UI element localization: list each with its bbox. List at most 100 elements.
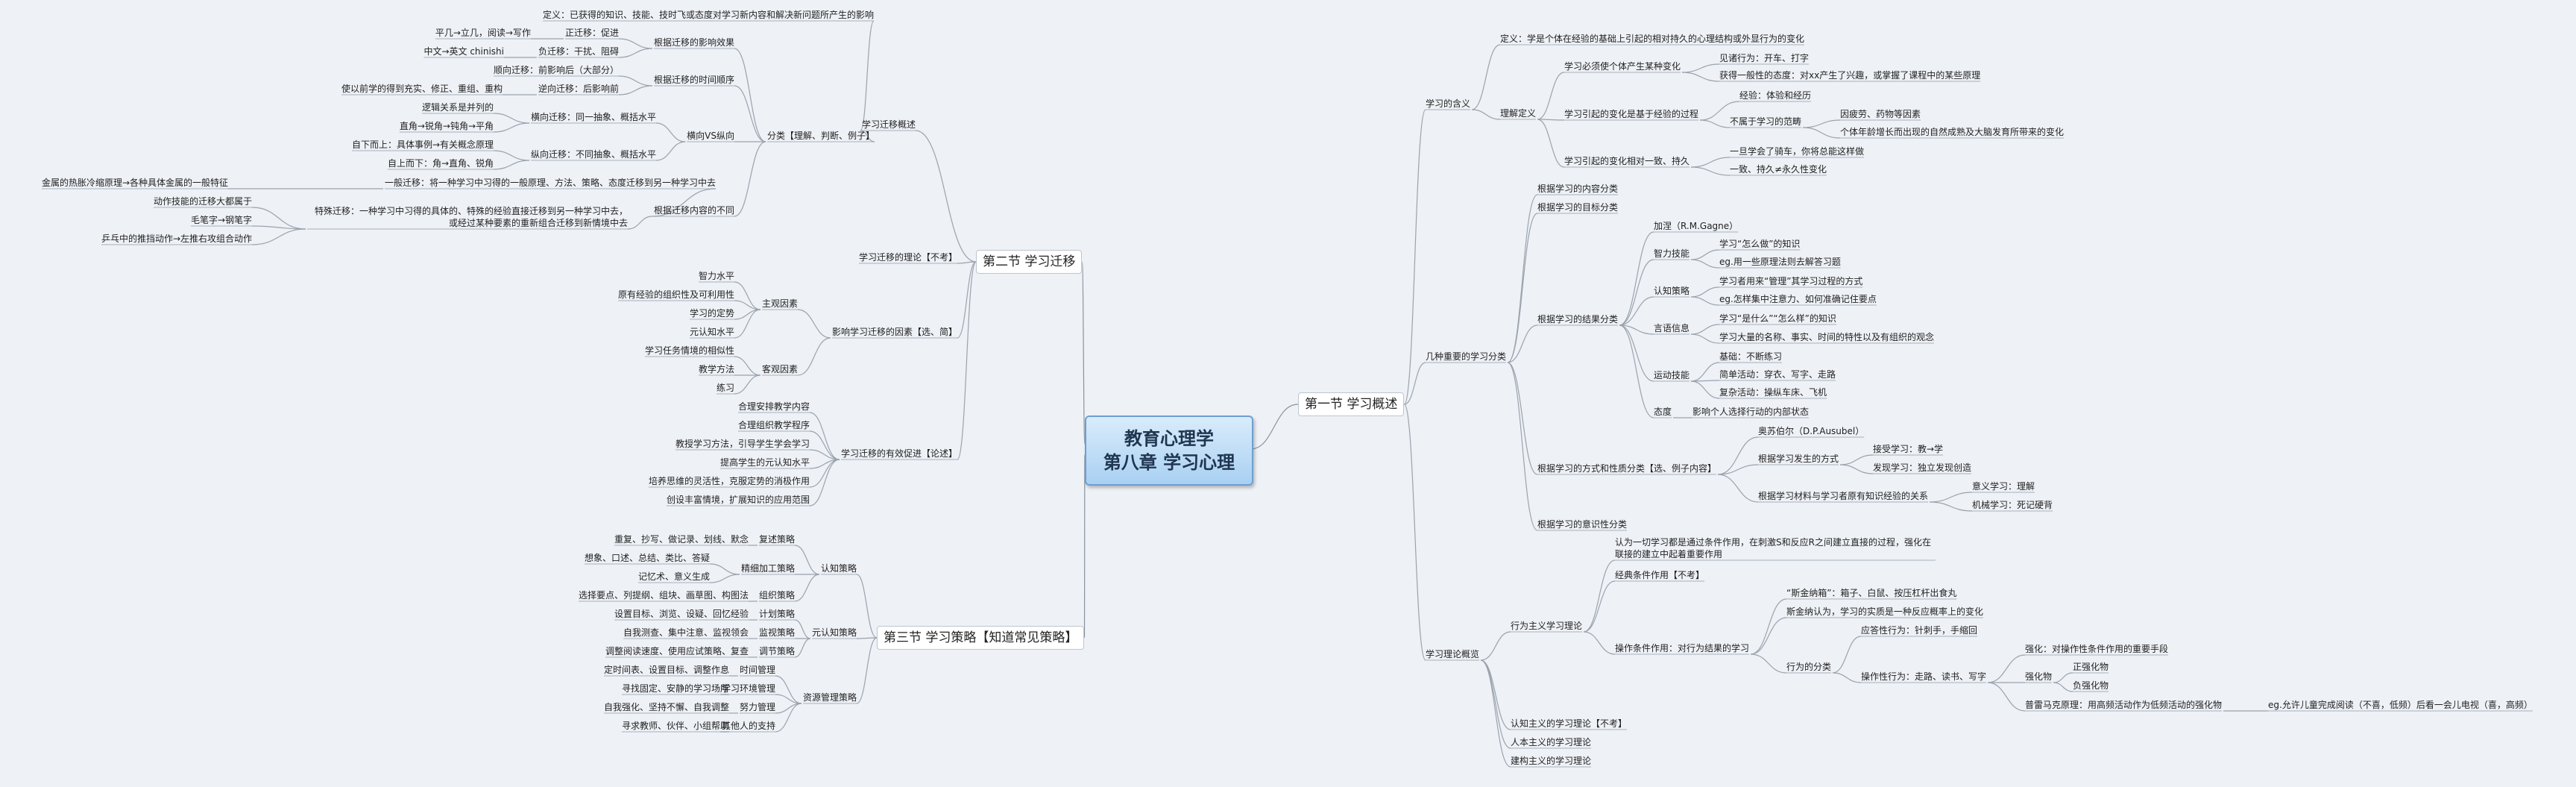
node-l2-v2[interactable]: 自上而下：角→直角、锐角 (387, 158, 494, 169)
node-def[interactable]: 定义：学是个体在经验的基础上引起的相对持久的心理结构或外显行为的变化 (1500, 34, 1805, 44)
node-l2-p3[interactable]: 教授学习方法，引导学生学会学习 (675, 439, 810, 449)
section-1-topic[interactable]: 第一节 学习概述 (1298, 392, 1405, 416)
node-l3-env1[interactable]: 寻找固定、安静的学习场所 (621, 683, 729, 694)
node-u2b1[interactable]: 因疲劳、药物等因素 (1840, 109, 1921, 119)
node-verbal1[interactable]: 学习“是什么”“怎么样”的知识 (1719, 313, 1836, 324)
node-op[interactable]: 操作条件作用：对行为结果的学习 (1615, 643, 1750, 653)
node-l2-h1[interactable]: 逻辑关系是并列的 (421, 102, 494, 113)
node-l2-gen1[interactable]: 金属的热胀冷缩原理→各种具体金属的一般特征 (41, 178, 228, 188)
node-l2-v[interactable]: 纵向迁移：不同抽象、概括水平 (530, 149, 656, 160)
node-u2a[interactable]: 经验：体验和经历 (1739, 90, 1812, 101)
node-motor1[interactable]: 基础：不断练习 (1719, 351, 1783, 362)
node-l3-elab2[interactable]: 记忆术、意义生成 (637, 571, 710, 582)
node-c1[interactable]: 根据学习的内容分类 (1537, 184, 1619, 194)
node-l2-p1[interactable]: 合理安排教学内容 (737, 401, 810, 412)
node-l2-theory[interactable]: 学习迁移的理论【不考】 (858, 252, 957, 263)
node-way[interactable]: 根据学习发生的方式 (1758, 454, 1839, 464)
node-l3-sup[interactable]: 其他人的支持 (721, 721, 775, 731)
node-operant[interactable]: 操作性行为：走路、读书、写字 (1861, 671, 1987, 682)
node-cog[interactable]: 认知策略 (1654, 286, 1690, 296)
node-op2[interactable]: 斯金纳认为，学习的实质是一种反应概率上的变化 (1786, 606, 1984, 617)
node-rel[interactable]: 根据学习材料与学习者原有知识经验的关系 (1758, 491, 1929, 501)
node-l2-h2[interactable]: 直角→锐角→钝角→平角 (399, 121, 494, 131)
node-l2-subj1[interactable]: 智力水平 (698, 271, 734, 281)
node-l2-back1[interactable]: 使以前学的得到充实、修正、重组、重构 (341, 84, 503, 94)
node-l2-gen[interactable]: 一般迁移：将一种学习中习得的一般原理、方法、策略、态度迁移到另一种学习中去 (384, 178, 716, 188)
node-verbal[interactable]: 言语信息 (1654, 323, 1690, 333)
node-l2-p5[interactable]: 培养思维的灵活性，克服定势的消极作用 (648, 476, 810, 486)
node-motor2[interactable]: 简单活动：穿衣、写字、走路 (1719, 369, 1836, 380)
node-reinf[interactable]: 强化物 (2025, 671, 2053, 682)
node-u3b[interactable]: 一致、持久≠永久性变化 (1730, 164, 1827, 175)
node-c5[interactable]: 根据学习的意识性分类 (1537, 519, 1628, 530)
node-gagne[interactable]: 加涅（R.M.Gagne） (1654, 221, 1739, 231)
node-l2-cls[interactable]: 分类【理解、判断、例子】 (766, 131, 875, 141)
node-classic[interactable]: 经典条件作用【不考】 (1615, 570, 1705, 580)
node-l3-reg1[interactable]: 调整阅读速度、使用应试策略、复查 (605, 646, 749, 656)
node-l2-def[interactable]: 定义：已获得的知识、技能、技时飞或态度对学习新内容和解决新问题所产生的影响 (542, 10, 874, 20)
node-beh[interactable]: 行为主义学习理论 (1511, 621, 1583, 631)
node-l2-obj2[interactable]: 教学方法 (698, 364, 734, 374)
node-u2b[interactable]: 不属于学习的范畴 (1730, 116, 1802, 127)
node-l3-mon[interactable]: 监视策略 (758, 627, 795, 638)
node-l2-hv[interactable]: 横向VS纵向 (687, 131, 734, 141)
node-l3-plan1[interactable]: 设置目标、浏览、设疑、回忆经验 (614, 609, 749, 619)
node-l2-v1[interactable]: 自下而上：具体事例→有关概念原理 (351, 139, 494, 150)
node-l3-env[interactable]: 学习环境管理 (721, 683, 775, 694)
node-l3-eff[interactable]: 努力管理 (739, 702, 775, 712)
node-l3-elab[interactable]: 精细加工策略 (740, 563, 795, 574)
node-l2-subj[interactable]: 主观因素 (761, 298, 798, 309)
node-cogt[interactable]: 认知主义的学习理论【不考】 (1511, 718, 1628, 729)
node-attitude1[interactable]: 影响个人选择行动的内部状态 (1692, 407, 1810, 417)
node-l2-content[interactable]: 根据迁移内容的不同 (653, 205, 734, 216)
node-op1[interactable]: “斯金纳箱”：箱子、白鼠、按压杠杆出食丸 (1786, 588, 1957, 598)
node-l2-spec1[interactable]: 动作技能的迁移大都属于 (153, 196, 252, 207)
node-l2-subj2[interactable]: 原有经验的组织性及可利用性 (617, 289, 734, 300)
node-opcls[interactable]: 行为的分类 (1786, 662, 1832, 672)
node-c4[interactable]: 根据学习的方式和性质分类【选、例子内容】 (1537, 463, 1717, 474)
node-theory[interactable]: 学习理论概览 (1426, 649, 1480, 659)
node-l3-tm[interactable]: 时间管理 (739, 665, 775, 675)
node-c2[interactable]: 根据学习的目标分类 (1537, 202, 1619, 213)
node-l3-elab1[interactable]: 想象、口述、总结、类比、答疑 (584, 553, 710, 563)
node-l2-promote[interactable]: 学习迁移的有效促进【论述】 (840, 448, 957, 459)
node-reinf0[interactable]: 强化：对操作性条件作用的重要手段 (2025, 644, 2169, 654)
node-l3-rep1[interactable]: 重复、抄写、做记录、划线、默念 (614, 534, 749, 545)
node-l3-cogs[interactable]: 认知策略 (820, 563, 857, 574)
node-l3-res[interactable]: 资源管理策略 (802, 692, 857, 703)
node-premack[interactable]: 普雷马克原理：用高频活动作为低频活动的强化物 (2025, 700, 2223, 710)
node-l2-p4[interactable]: 提高学生的元认知水平 (719, 457, 810, 468)
node-neg[interactable]: 负强化物 (2073, 680, 2109, 691)
node-hum[interactable]: 人本主义的学习理论 (1511, 737, 1592, 747)
node-l2-obj[interactable]: 客观因素 (761, 364, 798, 374)
node-cog2[interactable]: eg.怎样集中注意力、如何准确记住要点 (1719, 294, 1877, 304)
node-l2-p2[interactable]: 合理组织教学程序 (737, 420, 810, 430)
node-u2[interactable]: 学习引起的变化是基于经验的过程 (1564, 109, 1699, 119)
node-l2-back[interactable]: 逆向迁移：后影响前 (538, 84, 619, 94)
node-way1[interactable]: 接受学习：教→学 (1873, 444, 1944, 454)
node-understand[interactable]: 理解定义 (1500, 108, 1537, 119)
node-l2-subj4[interactable]: 元认知水平 (689, 327, 734, 337)
section-2-topic[interactable]: 第二节 学习迁移 (976, 250, 1083, 274)
node-l2-spec3[interactable]: 乒乓中的推挡动作→左推右攻组合动作 (101, 233, 252, 244)
node-u2b2[interactable]: 个体年龄增长而出现的自然成熟及大脑发育所带来的变化 (1840, 127, 2065, 137)
node-meaning[interactable]: 学习的含义 (1426, 98, 1471, 109)
node-l3-org1[interactable]: 选择要点、列提纲、组块、画草图、构图法 (578, 590, 749, 601)
node-l2-h[interactable]: 横向迁移：同一抽象、概括水平 (530, 112, 656, 122)
node-l2-spec2[interactable]: 毛笔字→钢笔字 (190, 215, 252, 225)
node-motor[interactable]: 运动技能 (1654, 370, 1690, 380)
node-resp[interactable]: 应答性行为：针刺手，手缩回 (1861, 625, 1978, 636)
node-intel1[interactable]: 学习“怎么做”的知识 (1719, 239, 1801, 249)
node-c3[interactable]: 根据学习的结果分类 (1537, 314, 1619, 324)
node-beh0[interactable]: 认为一切学习都是通过条件作用，在刺激S和反应R之间建立直接的过程，强化在联接的建… (1615, 537, 1931, 559)
node-l2-effect[interactable]: 根据迁移的影响效果 (653, 37, 734, 48)
node-intel2[interactable]: eg.用一些原理法则去解答习题 (1719, 257, 1841, 267)
node-premack1[interactable]: eg.允许儿童完成阅读（不喜，低频）后看一会儿电视（喜，高频） (2268, 700, 2533, 710)
node-l2-obj3[interactable]: 练习 (716, 383, 734, 393)
node-way2[interactable]: 发现学习：独立发现创造 (1873, 463, 1972, 473)
node-l3-rep[interactable]: 复述策略 (758, 534, 795, 545)
node-l3-org[interactable]: 组织策略 (758, 590, 795, 601)
node-l3-plan[interactable]: 计划策略 (758, 609, 795, 619)
node-rel2[interactable]: 机械学习：死记硬背 (1972, 500, 2053, 510)
node-u1a[interactable]: 见诸行为：开车、打字 (1719, 53, 1810, 63)
